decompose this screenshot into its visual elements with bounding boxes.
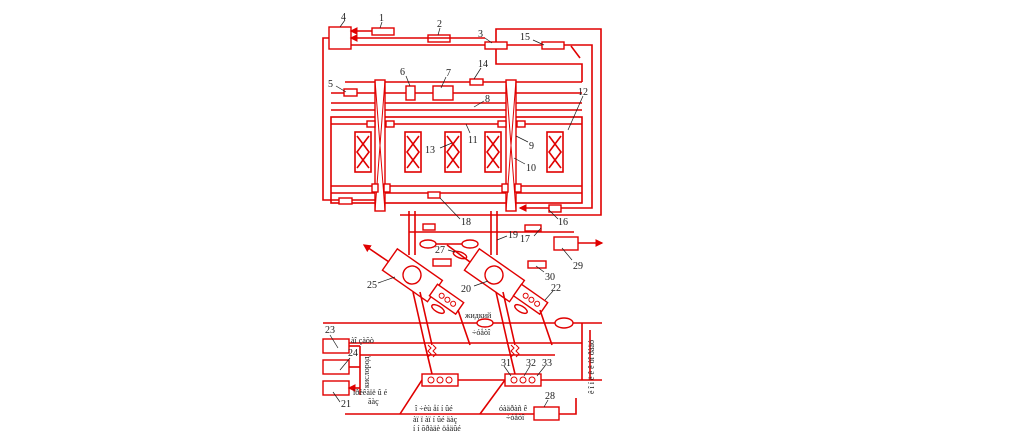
unit-18	[427, 191, 441, 199]
cyclone-26	[428, 283, 465, 316]
unit-24	[322, 359, 350, 375]
unit-29	[553, 236, 579, 251]
unit-21	[322, 380, 350, 396]
unit-34	[421, 373, 459, 387]
exchanger-block	[330, 78, 583, 213]
label-11: 11	[468, 135, 478, 146]
label-2: 2	[437, 19, 442, 30]
unit-5	[343, 88, 358, 97]
label-25: 25	[367, 280, 377, 291]
cyclone-22	[512, 283, 549, 316]
label-3: 3	[478, 29, 483, 40]
label-24: 24	[348, 348, 358, 359]
text-bottom-center-3: í í õðàäè öåäûé	[413, 424, 461, 433]
text-bottom-center-2: àï ï àï í ûé äàç	[413, 415, 458, 424]
unit-7	[432, 85, 454, 101]
label-21: 21	[341, 399, 351, 410]
text-left-lower-2: ãàç	[368, 397, 379, 406]
text-right-vertical: ê î í ë ê ê òî ðàäó	[587, 340, 596, 394]
text-oxygen-vertical: кислород	[362, 356, 371, 388]
unit-17	[524, 224, 542, 232]
label-32: 32	[526, 358, 536, 369]
label-19: 19	[508, 230, 518, 241]
label-13: 13	[425, 145, 435, 156]
unit-6	[405, 85, 416, 101]
label-5: 5	[328, 79, 333, 90]
label-10: 10	[526, 163, 536, 174]
label-4: 4	[341, 12, 346, 23]
text-liquid-products: жидкий	[464, 311, 492, 320]
unit-15	[541, 41, 565, 50]
unit-14	[469, 78, 484, 86]
unit-28	[533, 406, 560, 421]
text-products-line2: ÷óåòî	[472, 328, 491, 337]
text-bottom-right-2: ÷óåòî	[506, 413, 525, 422]
label-7: 7	[446, 68, 451, 79]
label-27: 27	[435, 245, 445, 256]
label-16: 16	[558, 217, 568, 228]
heat-exchanger-elements	[354, 131, 564, 173]
text-bottom-center-1: î ÷èù åí í ûé	[414, 404, 453, 413]
unit-19	[422, 223, 436, 231]
label-17: 17	[520, 234, 530, 245]
label-29: 29	[573, 261, 583, 272]
label-1: 1	[379, 13, 384, 24]
leader-lines	[329, 19, 584, 408]
label-31: 31	[501, 358, 511, 369]
unit-3	[484, 41, 508, 50]
label-18: 18	[461, 217, 471, 228]
unit-4	[328, 26, 352, 50]
reactor-section	[362, 211, 604, 346]
unit-30	[527, 260, 547, 269]
label-15: 15	[520, 32, 530, 43]
text-left-lower-1: ïðèêàïë û é	[352, 388, 388, 397]
unit-23	[322, 338, 350, 354]
text-bottom-right-1: óàäðàñ ê	[499, 404, 528, 413]
unit-labels: 4 1 2 3 15 5 6 7 14 8 12 13 11 9 10 16 1…	[325, 12, 588, 410]
label-12: 12	[578, 87, 588, 98]
label-33: 33	[542, 358, 552, 369]
label-28: 28	[545, 391, 555, 402]
label-9: 9	[529, 141, 534, 152]
label-30: 30	[545, 272, 555, 283]
unit-31-33	[504, 373, 542, 387]
reactor-25	[381, 247, 444, 303]
stream-texts: жидкий ÷óåòî àî çàõò кислород ïðèêàïë û …	[351, 311, 596, 433]
label-8: 8	[485, 94, 490, 105]
label-20: 20	[461, 284, 471, 295]
label-14: 14	[478, 59, 488, 70]
lower-piping	[322, 317, 602, 421]
text-left-upper: àî çàõò	[351, 336, 374, 345]
label-23: 23	[325, 325, 335, 336]
unit-1	[371, 27, 395, 36]
unit-16	[548, 204, 562, 213]
reactor-20	[463, 247, 526, 303]
label-22: 22	[551, 283, 561, 294]
label-6: 6	[400, 67, 405, 78]
